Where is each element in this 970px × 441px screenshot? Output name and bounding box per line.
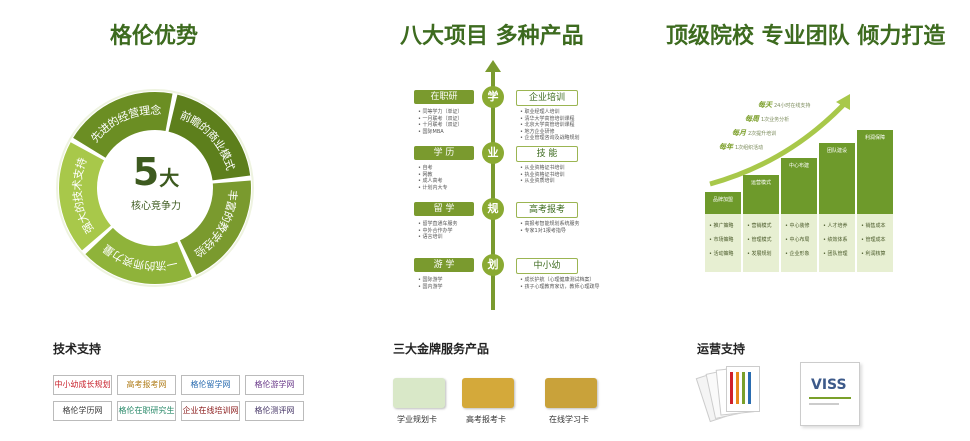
slogan-head: 每周 — [745, 115, 759, 123]
slogan-head: 每天 — [758, 101, 772, 109]
project-details-left: • 国际游学• 国内游学 — [418, 277, 443, 290]
step-item: • 营销模式 — [747, 223, 772, 229]
project-label-left: 学 历 — [414, 146, 474, 160]
step-item: • 活动策略 — [709, 251, 734, 257]
step-body — [705, 214, 741, 272]
wheel-center: 5大 — [128, 150, 184, 194]
step-body — [857, 214, 893, 272]
project-details-left: • 同等学力（单证）• 一月联考（双证）• 十月联考（双证）• 国际MBA — [418, 109, 463, 135]
wheel-segment — [85, 227, 192, 284]
wheel-segment — [73, 92, 173, 158]
tech-link[interactable]: 中小幼成长规划 — [53, 375, 112, 395]
step-item: • 销售成本 — [861, 223, 886, 229]
project-details-right: • 从业资格证书培训• 执业资格证书培训• 从业资质培训 — [520, 165, 565, 184]
product-card-caption: 学业规划卡 — [397, 415, 437, 424]
product-card — [462, 378, 514, 408]
step-header-label: 品牌加盟 — [712, 197, 733, 203]
tech-link[interactable]: 高考报考网 — [117, 375, 176, 395]
wheel-center-suffix: 大 — [159, 166, 180, 190]
project-label-right: 企业培训 — [516, 90, 578, 106]
spine-char: 学 — [482, 86, 504, 108]
viss-logo-text: VISS — [811, 377, 847, 393]
project-label-left: 留 学 — [414, 202, 474, 216]
slogan-tail: 1次业务分析 — [761, 117, 790, 123]
step-item: • 中心装修 — [785, 223, 810, 229]
tech-link[interactable]: 格伦在职研究生 — [117, 401, 176, 421]
step-body — [819, 214, 855, 272]
project-label-right: 技 能 — [516, 146, 578, 162]
step-item: • 团队管理 — [823, 251, 848, 257]
project-label-left: 在职研 — [414, 90, 474, 104]
wheel-center-subtitle: 核心竞争力 — [131, 201, 181, 212]
wheel-segment — [179, 180, 252, 275]
spine-char: 业 — [482, 142, 504, 164]
tech-support-title: 技术支持 — [53, 342, 102, 356]
spine-char: 规 — [482, 198, 504, 220]
step-item: • 绩效体系 — [823, 237, 848, 243]
project-label-left: 游 学 — [414, 258, 474, 272]
product-card — [545, 378, 597, 408]
wheel-center-number: 5 — [132, 150, 160, 194]
step-header-label: 团队建设 — [826, 148, 847, 154]
step-header-label: 利润保障 — [864, 135, 885, 141]
product-card — [393, 378, 445, 408]
middle-section-title: 八大项目 多种产品 — [400, 24, 584, 49]
slogan-tail: 1次组织活动 — [735, 145, 764, 151]
tech-link[interactable]: 企业在线培训网 — [181, 401, 240, 421]
step-item: • 利润核算 — [861, 251, 886, 257]
project-details-right: • 高报考智能规划系统服务• 专家1对1报考指导 — [520, 221, 580, 234]
project-details-left: • 自考• 网教• 成人高考• 计划内大专 — [418, 165, 448, 191]
viss-booklet: VISS — [800, 362, 860, 426]
step-item: • 企业形象 — [785, 251, 810, 257]
slogan-tail: 24小时在线支持 — [774, 103, 811, 109]
step-item: • 中心布局 — [785, 237, 810, 243]
step-item: • 推广策略 — [709, 223, 734, 229]
step-header-label: 中心布建 — [788, 163, 809, 169]
step-header-label: 运营模式 — [750, 180, 771, 186]
step-item: • 管理模式 — [747, 237, 772, 243]
step-item: • 管理成本 — [861, 237, 886, 243]
project-details-right: • 成长护航（心理健康测试档案）• 孩子心理教育家访，教师心理疏导 — [520, 277, 600, 290]
spine-char: 划 — [482, 254, 504, 276]
project-label-right: 中小幼 — [516, 258, 578, 274]
growth-arrow — [709, 94, 850, 187]
tech-link[interactable]: 格伦学历网 — [53, 401, 112, 421]
slogan-head: 每月 — [732, 129, 746, 137]
slogan-tail: 2次提升培训 — [748, 131, 777, 137]
slogan-head: 每年 — [719, 143, 733, 151]
ops-support-title: 运营支持 — [697, 342, 746, 356]
core-competence-wheel: 先进的经营理念前瞻的商业模式丰富的教学经验一流的师资力量强大的技术支持 — [56, 89, 254, 287]
tech-link[interactable]: 格伦游学网 — [245, 375, 304, 395]
tech-link[interactable]: 格伦留学网 — [181, 375, 240, 395]
step-body — [781, 214, 817, 272]
tech-link[interactable]: 格伦测评网 — [245, 401, 304, 421]
product-card-caption: 在线学习卡 — [549, 415, 589, 424]
wheel-segment — [168, 94, 251, 181]
project-label-right: 高考报考 — [516, 202, 578, 218]
step-item: • 市场策略 — [709, 237, 734, 243]
project-details-right: • 职业经理人培训• 清华大学高管培训课程• 北京大学高管培训课程• 地方企业研… — [520, 109, 580, 141]
product-card-caption: 高考报考卡 — [466, 415, 506, 424]
timeline-spine — [485, 60, 501, 310]
step-item: • 人才培养 — [823, 223, 848, 229]
booklet-stack — [695, 366, 772, 426]
right-section-title: 顶级院校 专业团队 倾力打造 — [666, 24, 946, 49]
products-title: 三大金牌服务产品 — [393, 342, 490, 356]
left-section-title: 格伦优势 — [110, 24, 199, 49]
step-item: • 发展规划 — [747, 251, 772, 257]
step-body — [743, 214, 779, 272]
wheel-segment — [58, 142, 111, 251]
project-details-left: • 留学直通车服务• 中外合作办学• 语言培训 — [418, 221, 458, 240]
